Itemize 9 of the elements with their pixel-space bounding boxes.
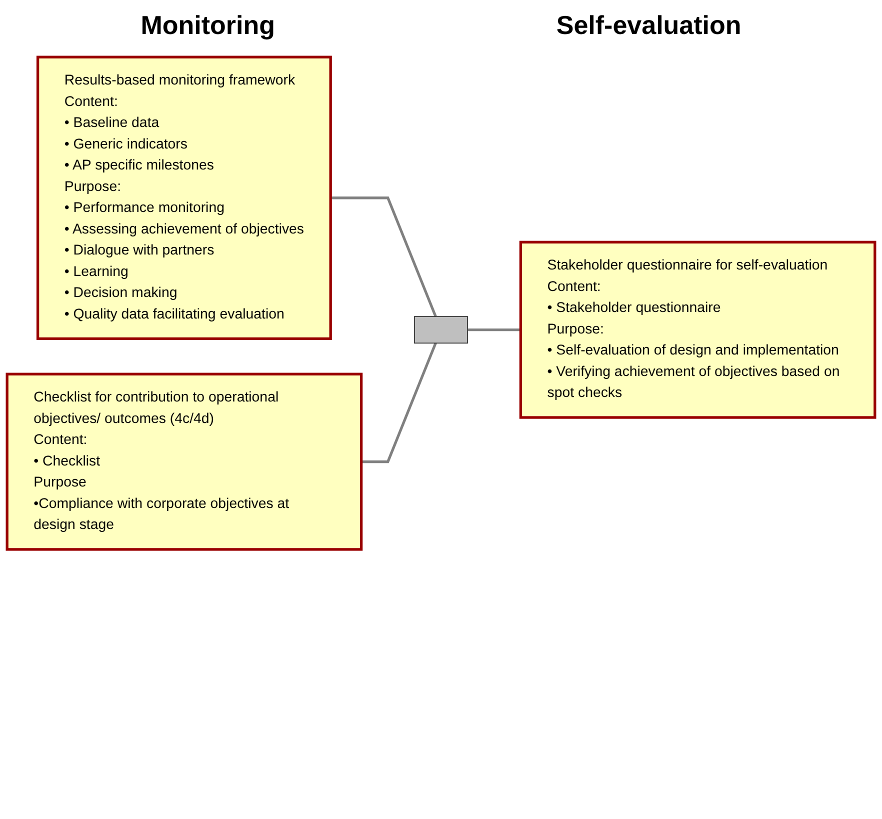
connector: [330, 196, 437, 318]
node-box: Results-based monitoring framework Content: • Baseline data • Generic indicators • AP specific milestones Purpose: • Performance monitoring • Assessing achievement of objectives • Dialogue with partners • Learning • Decision making • Quality data facilitating evaluation: [36, 56, 332, 340]
connector: [468, 328, 521, 332]
connector: [361, 342, 437, 464]
node-box: Stakeholder questionnaire for self-evaluation Content: • Stakeholder questionnaire Purpose: • Self-evaluation of design and implementation • Verifying achievement of objectives based on spot checks: [519, 240, 876, 419]
node-box: [414, 316, 468, 344]
column-heading: Monitoring: [140, 10, 275, 40]
node-box: Checklist for contribution to operational objectives/ outcomes (4c/4d) Content: • Checklist Purpose •Compliance with corporate objectives at design stage: [6, 372, 363, 551]
column-heading: Self-evaluation: [556, 10, 742, 40]
